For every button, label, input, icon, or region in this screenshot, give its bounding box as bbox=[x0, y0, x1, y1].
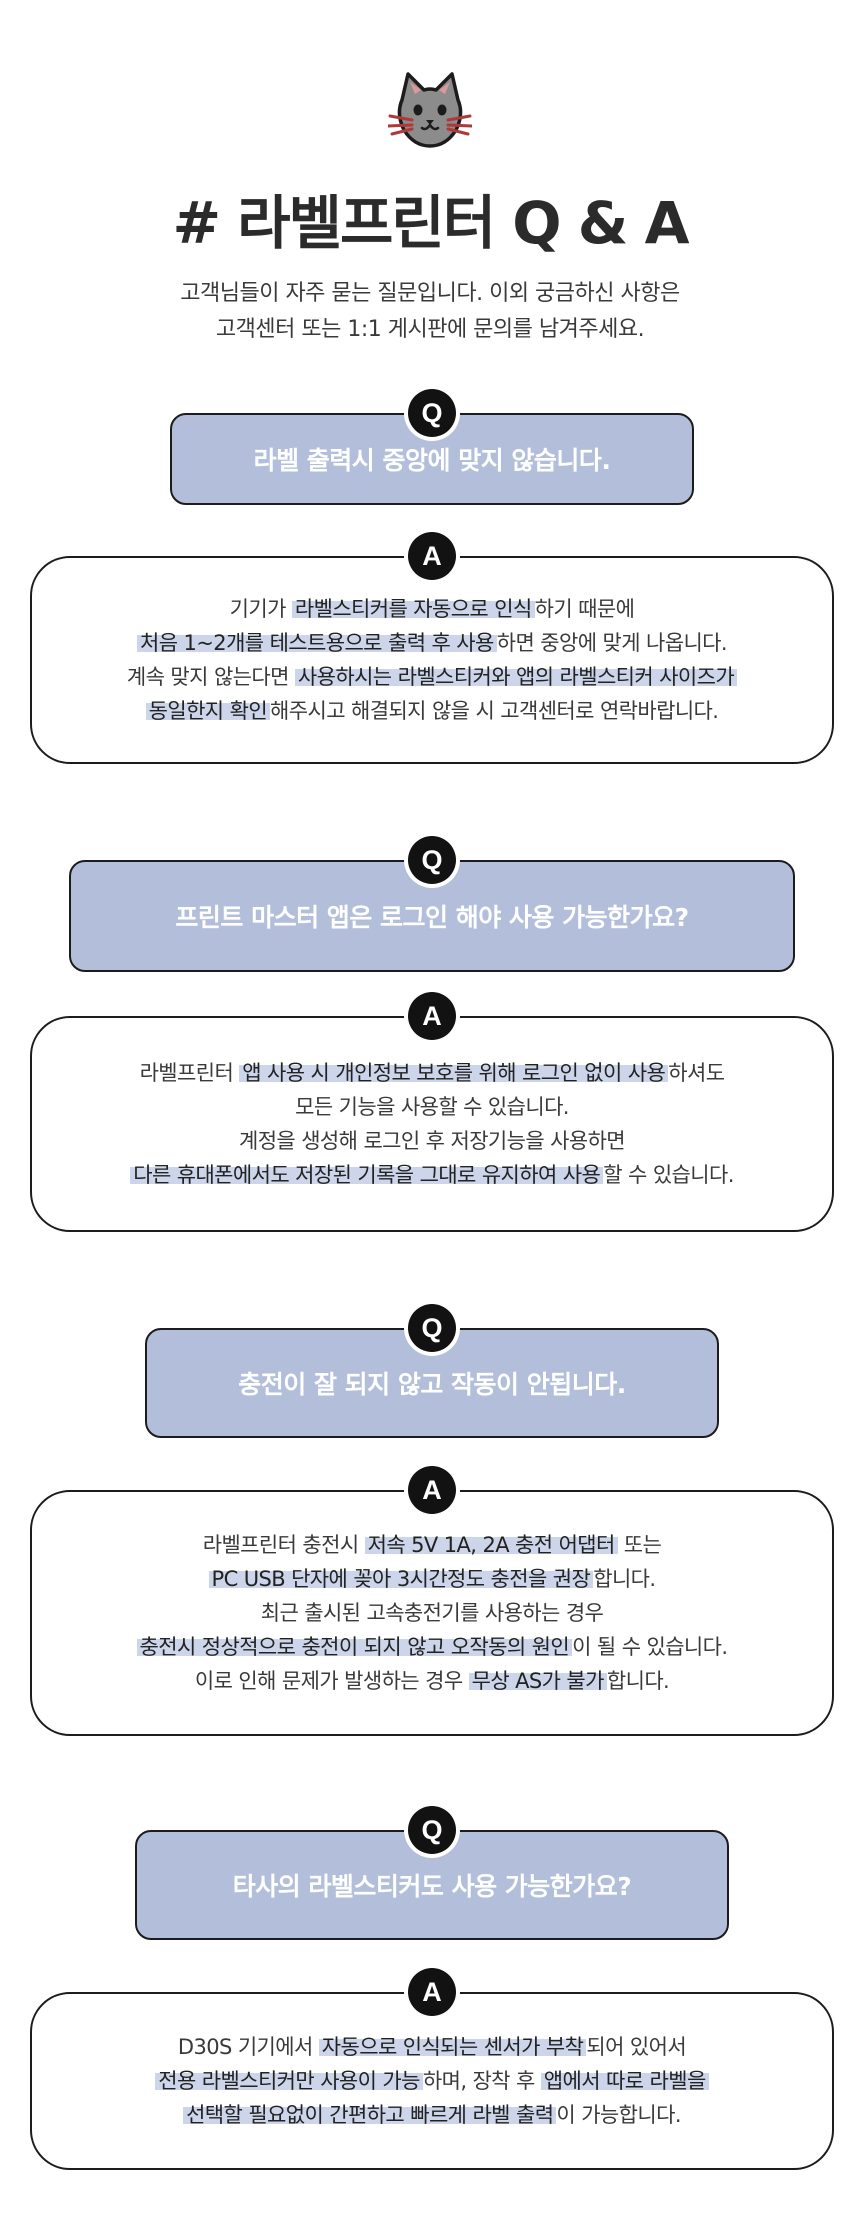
highlighted-text: 전용 라벨스티커만 사용이 가능 bbox=[155, 2069, 423, 2093]
page-title: # 라벨프린터 Q & A bbox=[172, 189, 690, 257]
highlighted-text: 처음 1~2개를 테스트용으로 출력 후 사용 bbox=[137, 631, 497, 655]
answer-text: 하면 중앙에 맞게 나옵니다. bbox=[496, 631, 728, 655]
answer-line: 모든 기능을 사용할 수 있습니다. bbox=[295, 1090, 569, 1124]
answer-text: 하셔도 bbox=[668, 1061, 725, 1085]
highlighted-text: 저속 5V 1A, 2A 충전 어댑터 bbox=[364, 1533, 618, 1557]
highlighted-text: PC USB 단자에 꽂아 3시간정도 충전을 권장 bbox=[208, 1567, 594, 1591]
answer-text: 할 수 있습니다. bbox=[603, 1163, 734, 1187]
a-badge-icon: A bbox=[408, 1466, 456, 1514]
highlighted-text: 동일한지 확인 bbox=[145, 699, 271, 723]
q-badge-icon: Q bbox=[408, 836, 456, 884]
answer-text: 계속 맞지 않는다면 bbox=[126, 665, 295, 689]
q-badge-icon: Q bbox=[408, 389, 456, 437]
a-badge-icon: A bbox=[408, 1968, 456, 2016]
highlighted-text: 충전시 정상적으로 충전이 되지 않고 오작동의 원인 bbox=[136, 1635, 573, 1659]
question-box: 충전이 잘 되지 않고 작동이 안됩니다. bbox=[145, 1328, 719, 1438]
a-badge-icon: A bbox=[408, 532, 456, 580]
answer-text: 하며, 장착 후 bbox=[422, 2069, 541, 2093]
answer-text: D30S 기기에서 bbox=[177, 2035, 319, 2059]
answer-line: 계속 맞지 않는다면 사용하시는 라벨스티커와 앱의 라벨스티커 사이즈가 bbox=[126, 660, 738, 694]
intro-line: 고객님들이 자주 묻는 질문입니다. 이외 궁금하신 사항은 bbox=[180, 281, 680, 306]
answer-text: 최근 출시된 고속충전기를 사용하는 경우 bbox=[260, 1601, 604, 1625]
cat-mascot-icon bbox=[388, 72, 472, 148]
answer-line: 라벨프린터 충전시 저속 5V 1A, 2A 충전 어댑터 또는 bbox=[203, 1528, 662, 1562]
answer-text: 해주시고 해결되지 않을 시 고객센터로 연락바랍니다. bbox=[270, 699, 719, 723]
answer-text: 또는 bbox=[617, 1533, 662, 1557]
answer-text: 계정을 생성해 로그인 후 저장기능을 사용하면 bbox=[238, 1129, 626, 1153]
intro-text: 고객님들이 자주 묻는 질문입니다. 이외 궁금하신 사항은 고객센터 또는 1… bbox=[0, 276, 860, 348]
highlighted-text: 선택할 필요없이 간편하고 빠르게 라벨 출력 bbox=[183, 2103, 557, 2127]
question-text: 라벨 출력시 중앙에 맞지 않습니다. bbox=[253, 446, 611, 475]
answer-text: 이 될 수 있습니다. bbox=[572, 1635, 728, 1659]
answer-text: 라벨프린터 충전시 bbox=[202, 1533, 365, 1557]
question-text: 충전이 잘 되지 않고 작동이 안됩니다. bbox=[238, 1370, 626, 1399]
answer-line: 계정을 생성해 로그인 후 저장기능을 사용하면 bbox=[238, 1124, 626, 1158]
intro-line: 고객센터 또는 1:1 게시판에 문의를 남겨주세요. bbox=[215, 317, 645, 342]
question-text: 타사의 라벨스티커도 사용 가능한가요? bbox=[232, 1872, 632, 1901]
highlighted-text: 자동으로 인식되는 센서가 부착 bbox=[318, 2035, 587, 2059]
answer-text: 이 가능합니다. bbox=[556, 2103, 681, 2127]
a-badge-icon: A bbox=[408, 992, 456, 1040]
highlighted-text: 앱에서 따로 라벨을 bbox=[540, 2069, 709, 2093]
question-text: 프린트 마스터 앱은 로그인 해야 사용 가능한가요? bbox=[175, 903, 689, 932]
q-badge-icon: Q bbox=[408, 1304, 456, 1352]
answer-text: 합니다. bbox=[593, 1567, 656, 1591]
highlighted-text: 다른 휴대폰에서도 저장된 기록을 그대로 유지하여 사용 bbox=[130, 1163, 604, 1187]
answer-text: 모든 기능을 사용할 수 있습니다. bbox=[295, 1095, 569, 1119]
highlighted-text: 무상 AS가 불가 bbox=[468, 1669, 607, 1693]
answer-text: 되어 있어서 bbox=[586, 2035, 687, 2059]
answer-text: 기기가 bbox=[229, 597, 292, 621]
answer-text: 하기 때문에 bbox=[534, 597, 635, 621]
highlighted-text: 라벨스티커를 자동으로 인식 bbox=[291, 597, 535, 621]
answer-text: 합니다. bbox=[606, 1669, 670, 1693]
answer-text: 이로 인해 문제가 발생하는 경우 bbox=[194, 1669, 469, 1693]
highlighted-text: 앱 사용 시 개인정보 보호를 위해 로그인 없이 사용 bbox=[239, 1061, 669, 1085]
answer-line: 최근 출시된 고속충전기를 사용하는 경우 bbox=[261, 1596, 604, 1630]
highlighted-text: 사용하시는 라벨스티커와 앱의 라벨스티커 사이즈가 bbox=[294, 665, 738, 689]
answer-text: 라벨프린터 bbox=[139, 1061, 240, 1085]
q-badge-icon: Q bbox=[408, 1806, 456, 1854]
